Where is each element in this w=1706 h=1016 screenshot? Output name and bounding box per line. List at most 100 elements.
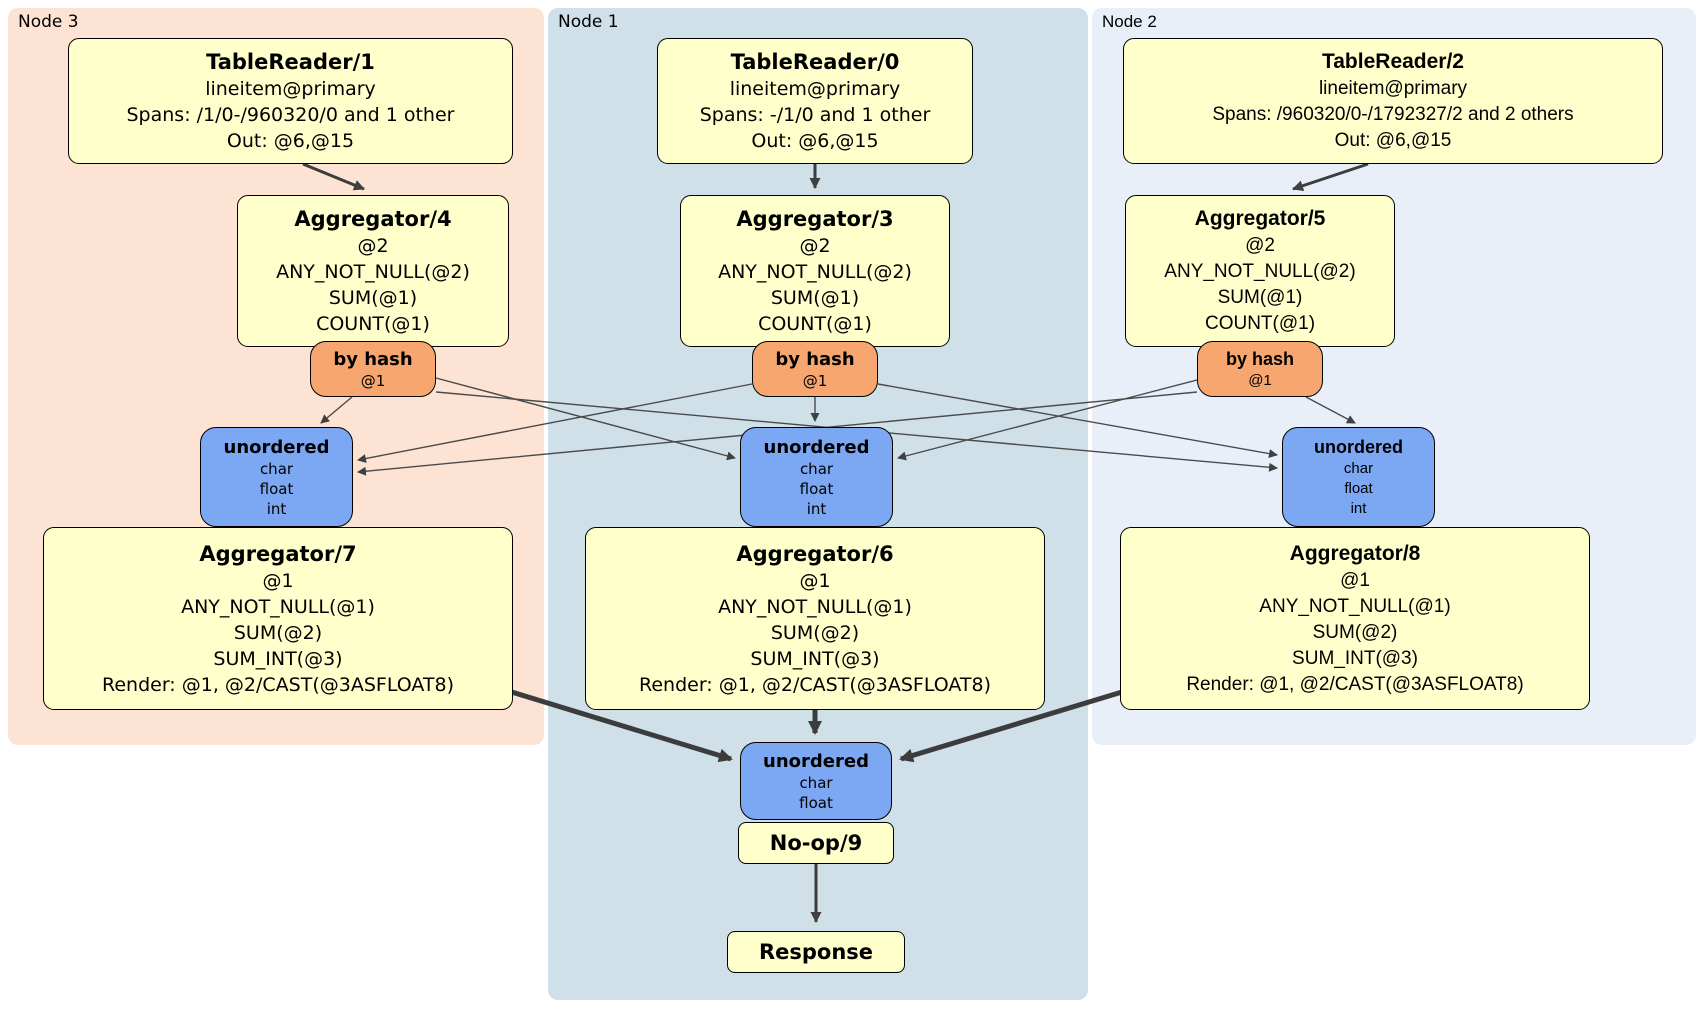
tablereader-2-index: lineitem@primary bbox=[1318, 78, 1468, 99]
unordered-sync-final-title: unordered bbox=[763, 750, 869, 772]
tablereader-2-out: Out: @6,@15 bbox=[1334, 130, 1452, 151]
edge-hash2-sync2 bbox=[1305, 396, 1356, 424]
aggregator-4-group: @2 bbox=[357, 235, 389, 257]
edge-tablereader2-aggregator5 bbox=[1292, 162, 1369, 192]
node3-region-label: Node 3 bbox=[18, 12, 79, 32]
hash-router-node1: by hash @1 bbox=[752, 341, 878, 397]
node2-region-label: Node 2 bbox=[1102, 12, 1157, 31]
unordered-sync-node3-col1: char bbox=[259, 459, 294, 478]
edge-hash3-sync1 bbox=[435, 377, 736, 461]
tablereader-1-index: lineitem@primary bbox=[205, 78, 376, 100]
edge-tablereader1-aggregator4 bbox=[302, 162, 365, 191]
edge-aggregator8-finalsync bbox=[899, 689, 1123, 763]
unordered-sync-node2-title: unordered bbox=[1313, 436, 1403, 457]
aggregator-8-fn2: SUM(@2) bbox=[1312, 621, 1398, 643]
unordered-sync-node2-col1: char bbox=[1343, 459, 1374, 477]
aggregator-6-render: Render: @1, @2/CAST(@3ASFLOAT8) bbox=[639, 673, 991, 696]
aggregator-4-fn2: SUM(@1) bbox=[328, 287, 418, 309]
aggregator-7-render: Render: @1, @2/CAST(@3ASFLOAT8) bbox=[102, 673, 454, 696]
tablereader-0-title: TableReader/0 bbox=[730, 50, 900, 74]
aggregator-6-fn3: SUM_INT(@3) bbox=[750, 647, 880, 670]
unordered-sync-final-col2: float bbox=[799, 793, 833, 812]
tablereader-1-spans: Spans: /1/0-/960320/0 and 1 other bbox=[126, 104, 455, 126]
unordered-sync-node1-col1: char bbox=[799, 459, 834, 478]
hash-router-node2: by hash @1 bbox=[1197, 341, 1323, 397]
node1-region-label: Node 1 bbox=[558, 12, 619, 32]
aggregator-5-box: Aggregator/5 @2 ANY_NOT_NULL(@2) SUM(@1)… bbox=[1125, 195, 1395, 347]
aggregator-7-fn3: SUM_INT(@3) bbox=[213, 647, 343, 670]
aggregator-8-render: Render: @1, @2/CAST(@3ASFLOAT8) bbox=[1186, 673, 1524, 695]
aggregator-8-group: @1 bbox=[1340, 569, 1370, 591]
unordered-sync-node2: unordered char float int bbox=[1282, 427, 1435, 527]
aggregator-7-fn2: SUM(@2) bbox=[233, 621, 323, 644]
aggregator-7-fn1: ANY_NOT_NULL(@1) bbox=[181, 595, 375, 618]
aggregator-4-fn1: ANY_NOT_NULL(@2) bbox=[276, 261, 470, 283]
hash-router-node3-key: @1 bbox=[360, 371, 386, 390]
tablereader-2-box: TableReader/2 lineitem@primary Spans: /9… bbox=[1123, 38, 1663, 164]
hash-router-node1-key: @1 bbox=[802, 371, 828, 390]
aggregator-5-title: Aggregator/5 bbox=[1194, 207, 1326, 230]
edge-hash2-sync1 bbox=[897, 379, 1198, 461]
tablereader-0-out: Out: @6,@15 bbox=[751, 130, 879, 152]
unordered-sync-node1-title: unordered bbox=[763, 436, 870, 458]
hash-router-node2-title: by hash bbox=[1225, 348, 1295, 369]
response-title: Response bbox=[758, 940, 874, 964]
aggregator-3-fn1: ANY_NOT_NULL(@2) bbox=[718, 261, 912, 283]
unordered-sync-node3-col2: float bbox=[259, 479, 294, 498]
aggregator-3-title: Aggregator/3 bbox=[736, 207, 894, 231]
unordered-sync-final: unordered char float bbox=[740, 742, 892, 820]
tablereader-2-spans: Spans: /960320/0-/1792327/2 and 2 others bbox=[1212, 104, 1574, 125]
tablereader-0-index: lineitem@primary bbox=[729, 78, 901, 100]
hash-router-node3: by hash @1 bbox=[310, 341, 436, 397]
hash-router-node3-title: by hash bbox=[333, 348, 413, 370]
aggregator-8-fn3: SUM_INT(@3) bbox=[1292, 647, 1418, 669]
tablereader-0-box: TableReader/0 lineitem@primary Spans: -/… bbox=[657, 38, 973, 164]
hash-router-node2-key: @1 bbox=[1248, 371, 1272, 389]
aggregator-6-group: @1 bbox=[799, 569, 831, 592]
edge-hash1-sync2 bbox=[877, 383, 1278, 459]
aggregator-8-fn1: ANY_NOT_NULL(@1) bbox=[1259, 595, 1451, 617]
unordered-sync-node3: unordered char float int bbox=[200, 427, 353, 527]
aggregator-7-box: Aggregator/7 @1 ANY_NOT_NULL(@1) SUM(@2)… bbox=[43, 527, 513, 710]
aggregator-5-group: @2 bbox=[1245, 235, 1275, 256]
aggregator-6-fn1: ANY_NOT_NULL(@1) bbox=[718, 595, 912, 618]
aggregator-7-group: @1 bbox=[262, 569, 294, 592]
aggregator-5-fn2: SUM(@1) bbox=[1217, 287, 1303, 308]
unordered-sync-node2-col2: float bbox=[1344, 479, 1373, 497]
tablereader-1-title: TableReader/1 bbox=[206, 50, 375, 74]
tablereader-0-spans: Spans: -/1/0 and 1 other bbox=[699, 104, 931, 126]
unordered-sync-node3-col3: int bbox=[266, 499, 287, 518]
tablereader-2-title: TableReader/2 bbox=[1321, 50, 1464, 73]
aggregator-6-box: Aggregator/6 @1 ANY_NOT_NULL(@1) SUM(@2)… bbox=[585, 527, 1045, 710]
aggregator-6-title: Aggregator/6 bbox=[736, 541, 894, 566]
aggregator-8-title: Aggregator/8 bbox=[1289, 541, 1421, 565]
aggregator-4-fn3: COUNT(@1) bbox=[316, 313, 430, 335]
aggregator-7-title: Aggregator/7 bbox=[199, 541, 357, 566]
response-box: Response bbox=[727, 931, 905, 973]
aggregator-8-box: Aggregator/8 @1 ANY_NOT_NULL(@1) SUM(@2)… bbox=[1120, 527, 1590, 710]
aggregator-6-fn2: SUM(@2) bbox=[770, 621, 860, 644]
aggregator-3-group: @2 bbox=[799, 235, 831, 257]
unordered-sync-node2-col3: int bbox=[1350, 499, 1367, 517]
tablereader-1-out: Out: @6,@15 bbox=[226, 130, 355, 152]
tablereader-1-box: TableReader/1 lineitem@primary Spans: /1… bbox=[68, 38, 513, 164]
aggregator-4-title: Aggregator/4 bbox=[294, 207, 452, 231]
unordered-sync-node1: unordered char float int bbox=[740, 427, 893, 527]
noop-9-title: No-op/9 bbox=[769, 831, 863, 855]
unordered-sync-node1-col3: int bbox=[806, 499, 827, 518]
unordered-sync-final-col1: char bbox=[799, 773, 833, 792]
unordered-sync-node3-title: unordered bbox=[223, 436, 330, 458]
aggregator-3-box: Aggregator/3 @2 ANY_NOT_NULL(@2) SUM(@1)… bbox=[680, 195, 950, 347]
hash-router-node1-title: by hash bbox=[775, 348, 855, 370]
aggregator-3-fn2: SUM(@1) bbox=[770, 287, 860, 309]
edge-hash1-sync3 bbox=[357, 383, 753, 463]
aggregator-5-fn3: COUNT(@1) bbox=[1204, 313, 1316, 334]
aggregator-4-box: Aggregator/4 @2 ANY_NOT_NULL(@2) SUM(@1)… bbox=[237, 195, 509, 347]
edge-aggregator7-finalsync bbox=[504, 687, 733, 763]
noop-9-box: No-op/9 bbox=[738, 822, 894, 864]
aggregator-5-fn1: ANY_NOT_NULL(@2) bbox=[1164, 261, 1356, 282]
edge-hash3-sync3 bbox=[320, 396, 353, 424]
aggregator-3-fn3: COUNT(@1) bbox=[758, 313, 872, 335]
